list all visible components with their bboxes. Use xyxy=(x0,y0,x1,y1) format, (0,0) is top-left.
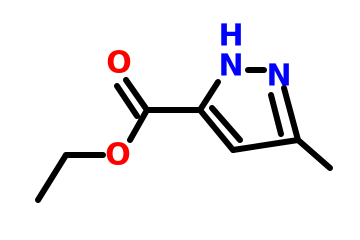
nh-hydrogen-label: H xyxy=(218,19,243,54)
bond-c-o-double-2 xyxy=(114,83,140,119)
bond-c3-c4 xyxy=(230,137,301,153)
bond-n2-c3 xyxy=(281,85,301,143)
molecule-structure: O O H N N xyxy=(35,19,333,203)
bond-c4-c5-inner xyxy=(209,105,243,143)
bond-o-ester-c-carbonyl xyxy=(127,107,150,143)
bond-c4-c5 xyxy=(197,107,236,153)
bond-ch3-ch2 xyxy=(35,152,69,203)
carbonyl-oxygen-label: O xyxy=(106,46,132,81)
ester-oxygen-label: O xyxy=(105,138,131,173)
bond-c3-methyl xyxy=(295,137,333,171)
bond-c-o-double-1 xyxy=(123,77,150,113)
ring-nitrogen-label: N xyxy=(266,59,291,94)
bond-c5-n1 xyxy=(197,79,221,113)
bond-n2-c3-inner xyxy=(268,92,284,137)
nh-nitrogen-label: N xyxy=(218,49,243,84)
